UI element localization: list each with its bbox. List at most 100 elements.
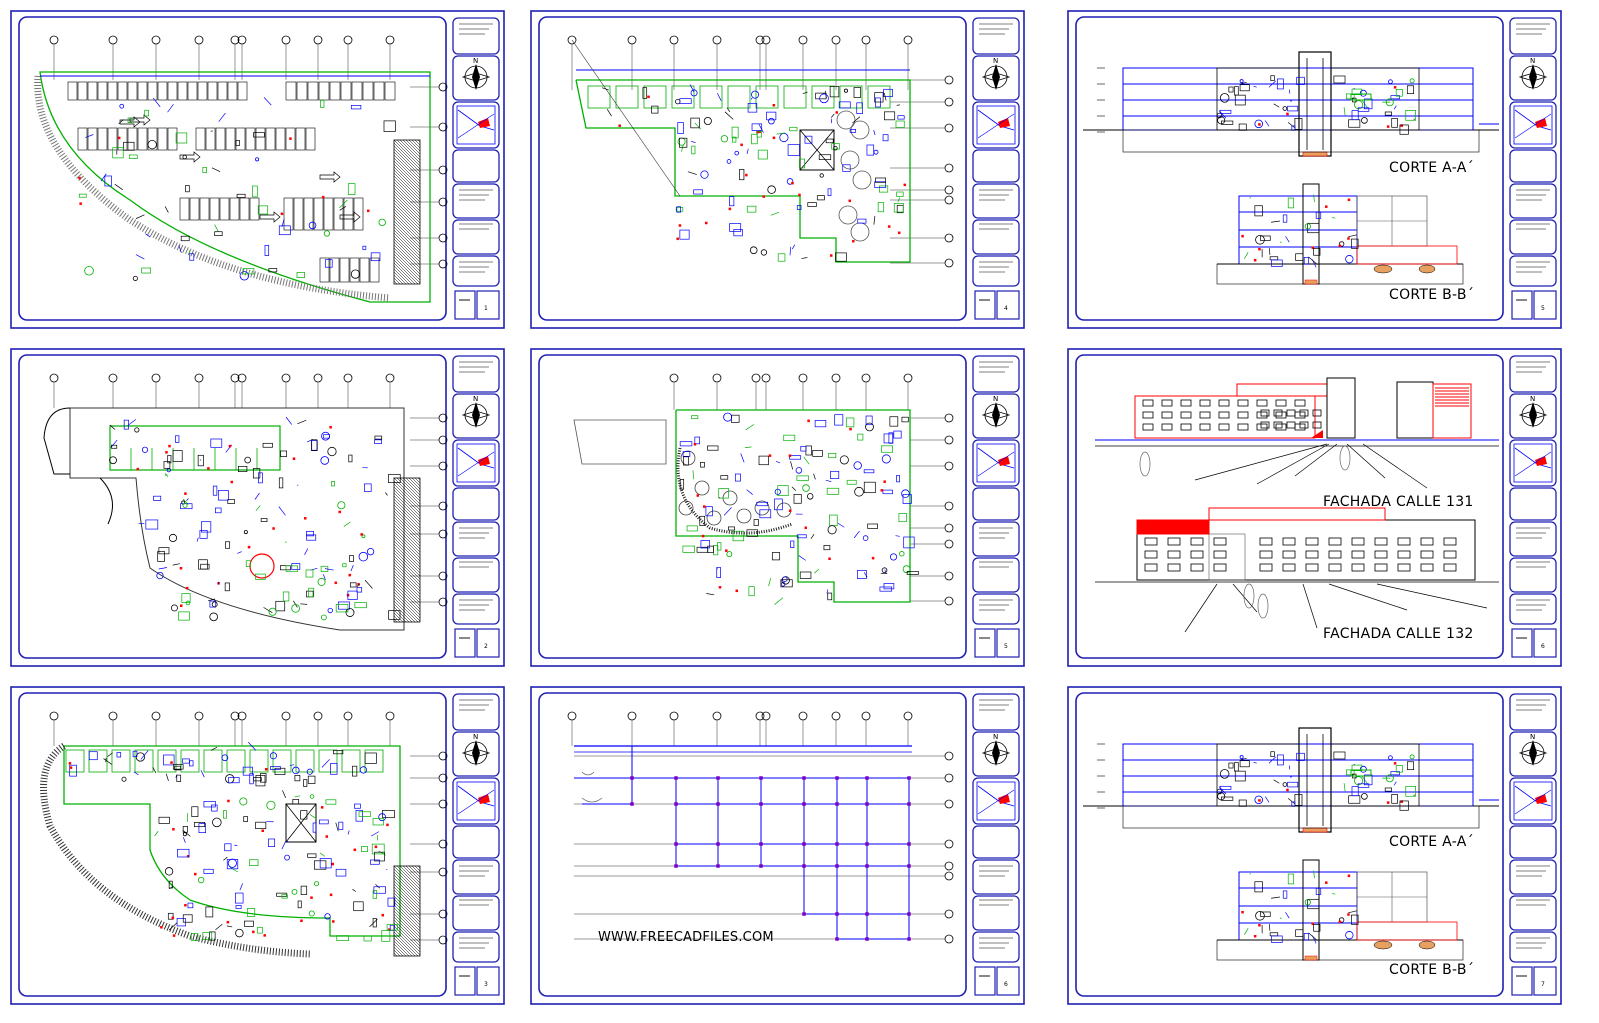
title-block-cell — [1509, 777, 1557, 825]
location-map-icon — [1513, 781, 1553, 821]
title-block-cell — [1509, 183, 1557, 219]
planting-border — [676, 447, 793, 535]
sheet-outer-border — [1067, 10, 1562, 329]
svg-text:4: 4 — [1004, 305, 1008, 312]
svg-text:N: N — [1530, 395, 1535, 403]
location-map-icon — [1513, 105, 1553, 145]
title-block-cell — [1509, 693, 1557, 731]
title-block-cell — [1509, 487, 1557, 521]
title-block-cell — [452, 219, 500, 255]
person-figure — [1257, 593, 1269, 619]
title-block-cell — [452, 825, 500, 859]
svg-text:3: 3 — [484, 981, 488, 988]
title-block-cell — [972, 731, 1020, 777]
sheet-number-box — [1533, 966, 1557, 996]
sheet-drawing-border — [1075, 692, 1504, 997]
location-map-icon — [976, 781, 1016, 821]
svg-text:N: N — [473, 395, 478, 403]
location-map-icon — [976, 105, 1016, 145]
title-block-cell — [972, 931, 1020, 963]
title-block-cell — [1509, 17, 1557, 55]
title-block-cell — [1509, 355, 1557, 393]
section-a-a — [1083, 51, 1499, 157]
title-block-cell — [972, 777, 1020, 825]
title-block-cell — [452, 439, 500, 487]
ground-floor-plan: N2 — [10, 348, 505, 667]
title-block-cell — [972, 439, 1020, 487]
section-b-b — [1216, 183, 1464, 285]
person-figure — [1139, 451, 1151, 477]
location-map-icon — [976, 443, 1016, 483]
garden-outline — [675, 409, 911, 603]
title-block-cell — [972, 825, 1020, 859]
svg-text:N: N — [473, 733, 478, 741]
watermark-url: WWW.FREECADFILES.COM — [598, 930, 774, 945]
title-block-cell — [452, 255, 500, 287]
sheet-outer-border — [530, 686, 1025, 1005]
sheet-drawing-border — [1075, 354, 1504, 659]
section-a-a — [1083, 727, 1499, 833]
svg-text:N: N — [1530, 57, 1535, 65]
title-block-cell — [972, 101, 1020, 149]
sheet-number-box — [974, 290, 996, 320]
title-block-cell — [1509, 55, 1557, 101]
title-block-cell — [452, 931, 500, 963]
sheet-number-box — [1511, 966, 1533, 996]
location-map-icon — [456, 443, 496, 483]
sheet-number-box — [1533, 290, 1557, 320]
sections-drawing-top: N5 — [1067, 10, 1562, 329]
title-block-cell — [1509, 859, 1557, 895]
compass-north-icon: N — [981, 57, 1011, 90]
title-block-cell — [452, 55, 500, 101]
title-block-cell — [1509, 593, 1557, 625]
title-block-cell — [1509, 439, 1557, 487]
compass-north-icon: N — [461, 395, 491, 428]
title-block-cell — [972, 219, 1020, 255]
title-block-cell — [452, 859, 500, 895]
title-block-cell — [972, 393, 1020, 439]
title-block-cell — [972, 859, 1020, 895]
sheet-outer-border — [10, 686, 505, 1005]
title-block-cell — [972, 521, 1020, 557]
title-block-cell — [972, 593, 1020, 625]
title-block-cell — [1509, 101, 1557, 149]
svg-text:N: N — [473, 57, 478, 65]
title-block-cell — [452, 521, 500, 557]
compass-north-icon: N — [1518, 57, 1548, 90]
svg-text:N: N — [1530, 733, 1535, 741]
office-outline — [575, 79, 911, 263]
sheet-number-box — [476, 966, 500, 996]
sheet-drawing-border — [18, 692, 447, 997]
svg-text:N: N — [993, 395, 998, 403]
sheet-number-box — [1533, 628, 1557, 658]
title-block-cell — [1509, 895, 1557, 931]
title-block-cell — [972, 255, 1020, 287]
sheet-drawing-border — [18, 16, 447, 321]
sheet-drawing-border — [18, 354, 447, 659]
plaza-outline — [573, 419, 667, 465]
sheet-outer-border — [10, 348, 505, 667]
sheet-number-box — [996, 290, 1020, 320]
title-block-cell — [452, 393, 500, 439]
compass-north-icon: N — [461, 57, 491, 90]
title-block-cell — [972, 693, 1020, 731]
sheet-number-box — [1511, 628, 1533, 658]
title-block-cell — [452, 693, 500, 731]
title-block-cell — [972, 55, 1020, 101]
svg-text:2: 2 — [484, 643, 488, 650]
sheet-drawing-border — [538, 16, 967, 321]
sheet-drawing-border — [538, 692, 967, 997]
compass-north-icon: N — [1518, 733, 1548, 766]
title-block-cell — [1509, 731, 1557, 777]
sheet-number-box — [996, 628, 1020, 658]
sheet-number-box — [1511, 290, 1533, 320]
